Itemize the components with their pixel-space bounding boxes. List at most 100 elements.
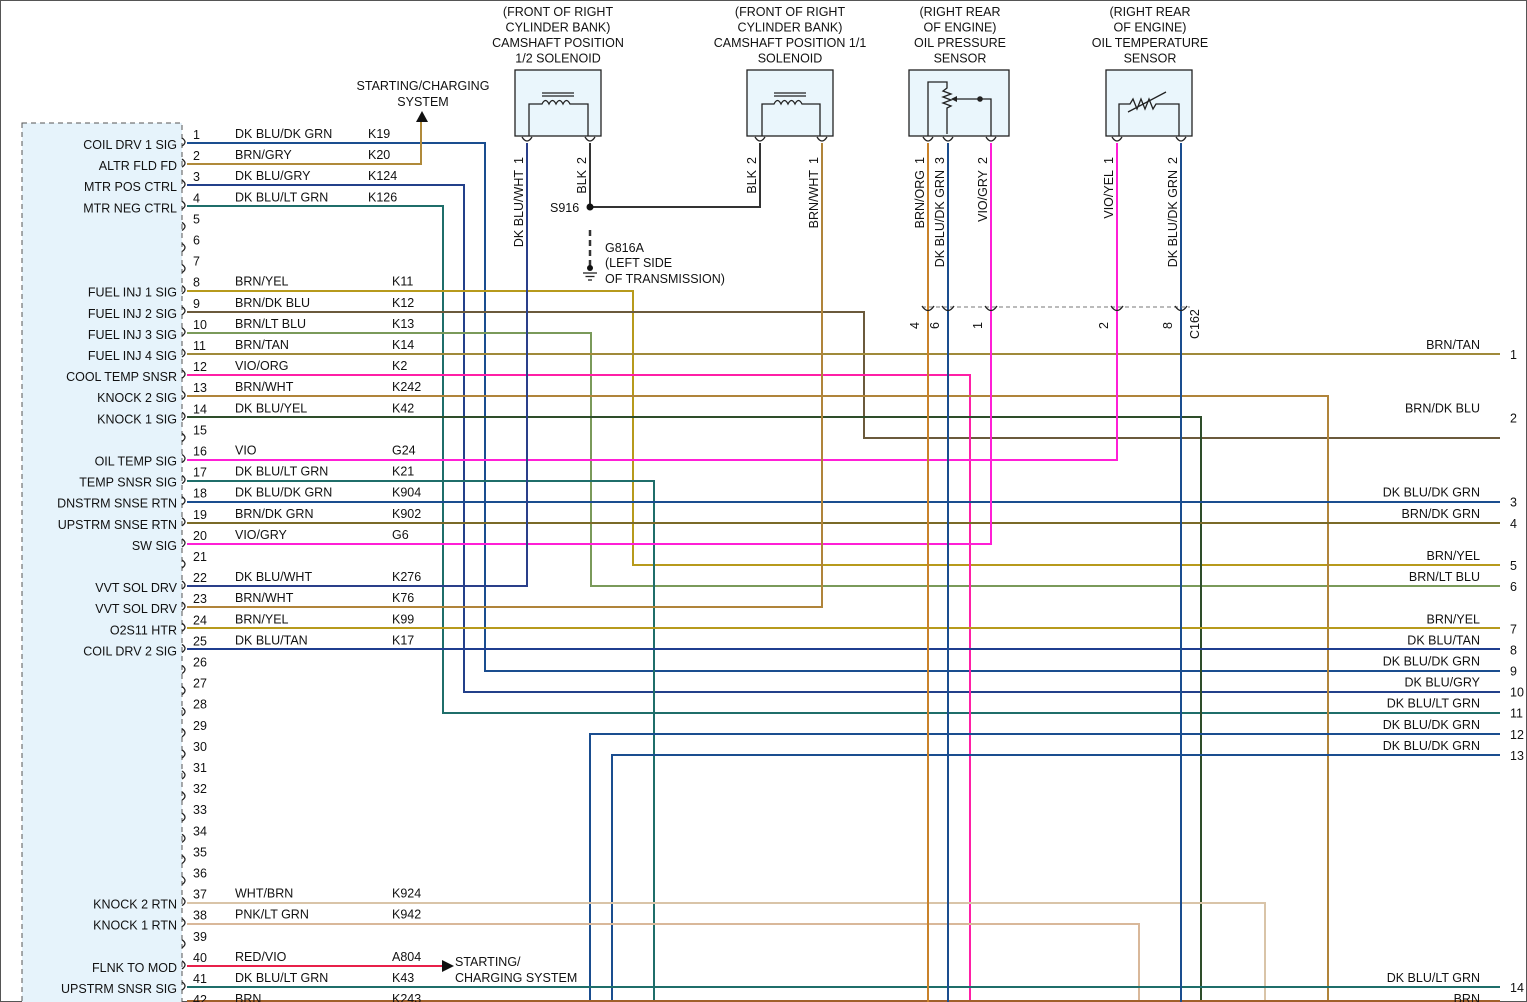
wire-k19 <box>187 142 1500 672</box>
pin-label: TEMP SNSR SIG <box>79 476 177 490</box>
pin-number: 7 <box>193 255 200 269</box>
ecm-pin-30: 30 <box>181 740 207 759</box>
splice-s916: S916 <box>550 201 594 215</box>
pin-number: 42 <box>193 993 207 1002</box>
pin-number: 34 <box>193 824 207 838</box>
pin-number: 18 <box>193 487 207 501</box>
ecm-pin-7: 7 <box>181 255 200 274</box>
component-pin-terminal-icon <box>584 136 596 142</box>
pin-number: 12 <box>193 360 207 374</box>
pin-number: 5 <box>193 212 200 226</box>
right-wire-label: BRN/YEL <box>1427 549 1481 563</box>
wire-k942 <box>187 923 1140 1002</box>
right-output-number: 5 <box>1510 559 1517 573</box>
component-pin-terminal-icon <box>1175 136 1187 142</box>
circuit-id-label: K21 <box>392 465 414 479</box>
starting-charging-top-ref: STARTING/CHARGING SYSTEM <box>357 79 490 122</box>
ecm-pin-21: 21 <box>181 550 207 569</box>
circuit-id-label: K124 <box>368 169 397 183</box>
component-label-line: CAMSHAFT POSITION 1/1 <box>714 36 867 50</box>
wire-color-label: RED/VIO <box>235 950 287 964</box>
pin-number: 26 <box>193 656 207 670</box>
pin-number: 40 <box>193 951 207 965</box>
component-label-line: CAMSHAFT POSITION <box>492 36 624 50</box>
pin-terminal-icon <box>181 981 186 991</box>
component-wire-label: BLK <box>575 169 589 193</box>
wire-k76 <box>187 143 823 608</box>
wire-row-12 <box>589 733 1500 1002</box>
wire-k21 <box>187 480 655 1002</box>
wire-g6 <box>187 315 992 545</box>
pin-terminal-icon <box>181 875 186 886</box>
pin-label: COIL DRV 1 SIG <box>83 138 177 152</box>
component-label-line: (RIGHT REAR <box>1109 5 1190 19</box>
component-body <box>908 69 1010 137</box>
connector-pin-number: 6 <box>928 322 942 329</box>
component-wire-label: VIO/YEL <box>1102 170 1116 219</box>
pin-number: 20 <box>193 529 207 543</box>
component-label-line: CYLINDER BANK) <box>738 21 843 35</box>
ground-location-2: OF TRANSMISSION) <box>605 272 725 286</box>
starting-charging-top-line1: STARTING/CHARGING <box>357 79 490 93</box>
circuit-id-label: K12 <box>392 296 414 310</box>
pin-number: 10 <box>193 318 207 332</box>
right-output-number: 13 <box>1510 749 1524 763</box>
right-wire-label: DK BLU/DK GRN <box>1383 739 1480 753</box>
pin-label: KNOCK 1 RTN <box>93 919 177 933</box>
right-output-x: BRN <box>1454 992 1480 1002</box>
wire-k924 <box>187 902 1266 1002</box>
connector-pin-number: 2 <box>1097 322 1111 329</box>
component-pin-number: 1 <box>807 157 821 164</box>
pin-label: SW SIG <box>132 539 177 553</box>
wire-k276 <box>187 143 528 587</box>
component-pin-terminal-icon <box>816 136 828 142</box>
arrow-up-icon <box>416 111 428 122</box>
component-pin-terminal-icon <box>922 136 934 142</box>
right-wire-label: DK BLU/GRY <box>1405 676 1481 690</box>
wire-k124 <box>187 184 1500 693</box>
wire-k2 <box>187 374 971 1002</box>
pin-number: 15 <box>193 423 207 437</box>
solenoid-coil-icon <box>761 99 821 136</box>
right-output-number: 3 <box>1510 496 1517 510</box>
wire-color-label: BRN/LT BLU <box>235 317 306 331</box>
circuit-id-label: K19 <box>368 127 390 141</box>
pin-number: 2 <box>193 149 200 163</box>
circuit-id-label: K17 <box>392 633 414 647</box>
right-output-number: 1 <box>1510 348 1517 362</box>
component-label-line: SOLENOID <box>758 52 823 66</box>
component-pin-number: 3 <box>933 157 947 164</box>
pin-terminal-icon <box>181 517 186 527</box>
wire-k20 <box>187 122 422 165</box>
pin-terminal-icon <box>181 411 186 421</box>
wire-color-label: WHT/BRN <box>235 887 293 901</box>
pin-label: MTR POS CTRL <box>84 180 177 194</box>
component-label-line: CYLINDER BANK) <box>506 21 611 35</box>
pin-number: 38 <box>193 909 207 923</box>
pin-number: 37 <box>193 888 207 902</box>
pin-terminal-icon <box>181 264 186 274</box>
connector-name: C162 <box>1188 309 1202 339</box>
wire-color-label: BRN/YEL <box>235 612 289 626</box>
wire-color-label: DK BLU/LT GRN <box>235 971 328 985</box>
pin-terminal-icon <box>181 897 186 907</box>
pin-terminal-icon <box>181 242 186 253</box>
pin-label: KNOCK 1 SIG <box>97 412 177 426</box>
pin-terminal-icon <box>181 749 186 759</box>
ecm-pin-36: 36 <box>181 867 207 886</box>
ecm-pin-34: 34 <box>181 824 207 843</box>
wire-row-13 <box>611 754 1500 1002</box>
